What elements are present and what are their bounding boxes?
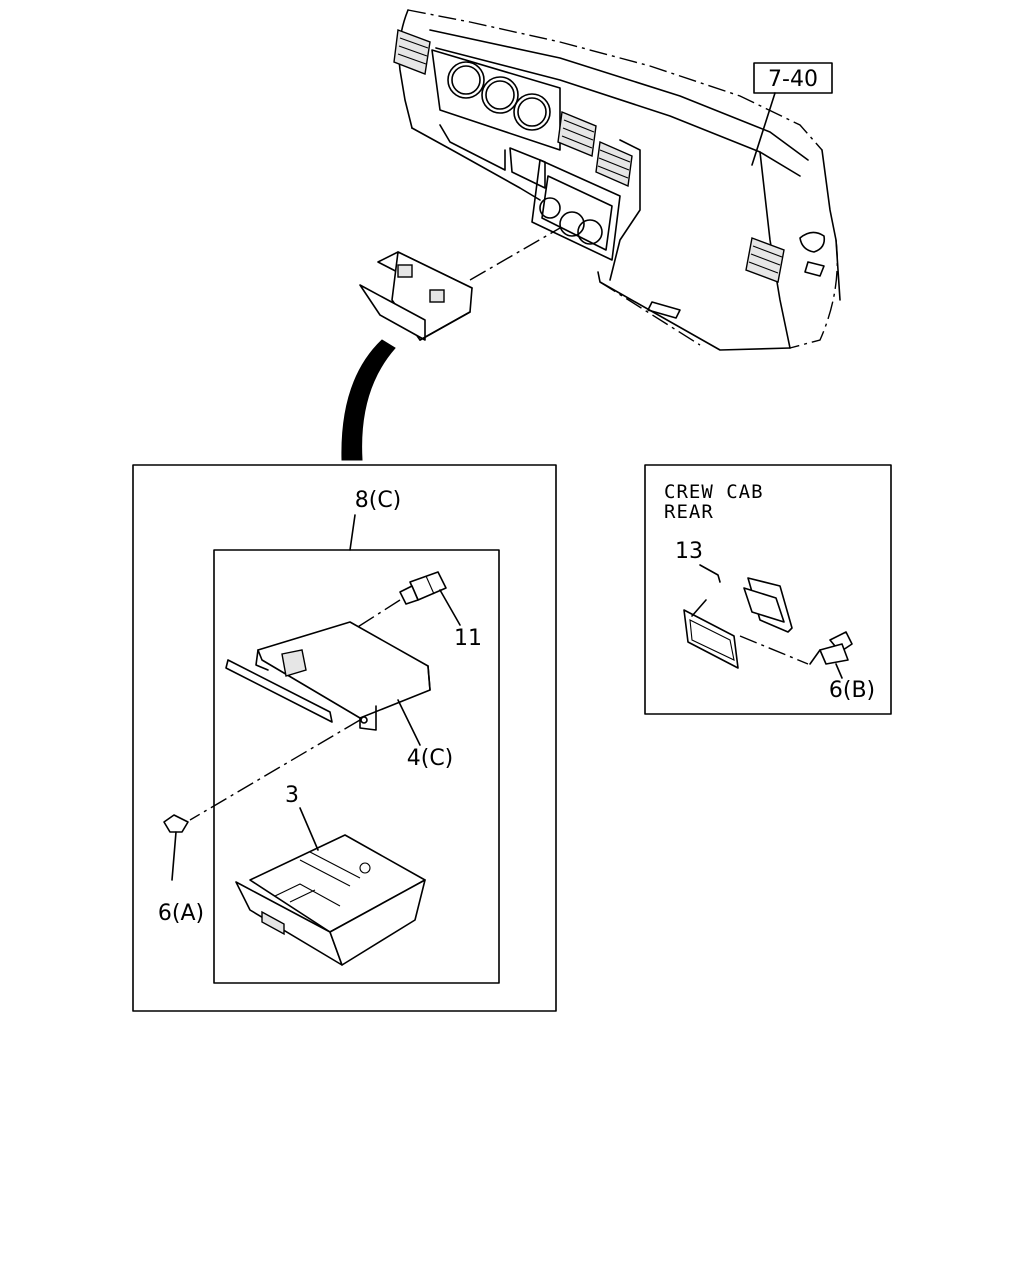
label-3: 3: [285, 783, 299, 808]
callout-arrow: [341, 339, 396, 461]
screw-6a: 6(A): [158, 814, 204, 926]
housing-4c: 4(C): [189, 621, 454, 821]
inset-crew-cab-rear: CREW CAB REAR 13 6(B): [644, 464, 892, 715]
gauge-cluster: [431, 49, 561, 151]
label-13: 13: [675, 539, 703, 564]
right-vent: [745, 237, 785, 283]
part-13: [683, 577, 809, 669]
label-4c: 4(C): [407, 746, 454, 771]
detail-box: 8(C) 11 4(C) 6(A): [132, 464, 557, 1012]
screw-6b: 6(B): [809, 631, 875, 703]
bulb-socket: 11: [305, 571, 482, 661]
pocket-tray-3: 3: [235, 783, 426, 966]
label-11: 11: [454, 626, 482, 651]
label-6b: 6(B): [829, 678, 875, 703]
center-vents: [557, 111, 633, 188]
label-6a: 6(A): [158, 901, 204, 926]
dashboard-assembly: [393, 9, 841, 351]
ref-7-40-label: 7-40: [768, 67, 818, 92]
inset-title-line2: REAR: [664, 501, 714, 523]
inset-title-line1: CREW CAB: [664, 481, 764, 503]
label-8c: 8(C): [355, 488, 402, 513]
center-stack: [531, 159, 621, 261]
ref-7-40: 7-40: [751, 62, 833, 166]
left-vent: [393, 29, 431, 75]
pocket-assembly-small: [359, 227, 561, 341]
